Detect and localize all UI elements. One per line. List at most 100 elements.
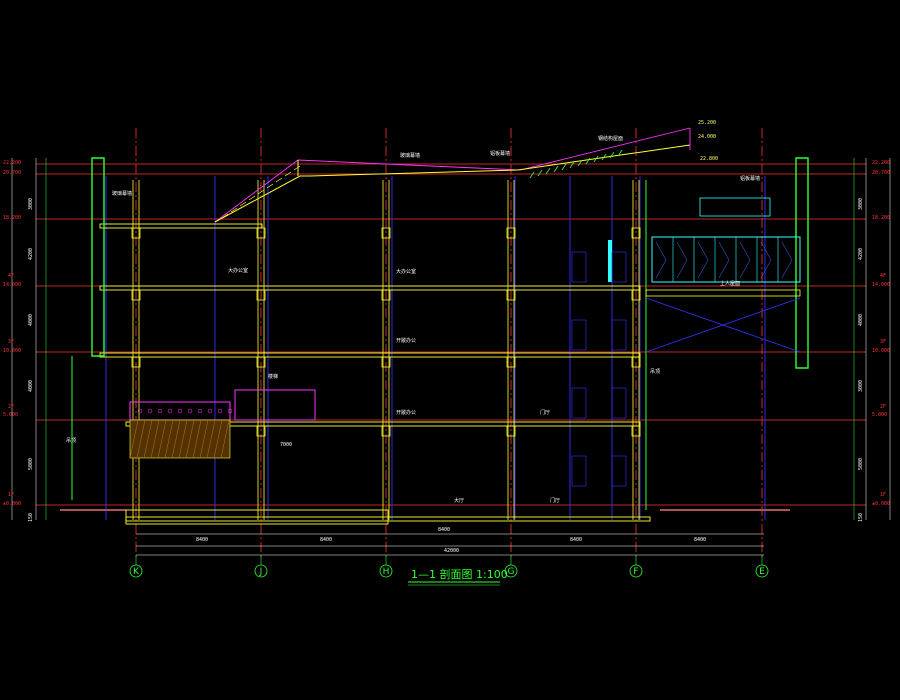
dim-7000: 7000 xyxy=(280,442,292,448)
ceiling-dot-2 xyxy=(157,408,163,414)
left-dim-2: 4200 xyxy=(28,248,34,260)
beam-4-3 xyxy=(506,227,516,239)
right-dim-4: 3000 xyxy=(858,380,864,392)
bubble-2 xyxy=(379,564,393,578)
bubble-1 xyxy=(254,564,268,578)
hatch-6 xyxy=(171,419,181,459)
bubble-5 xyxy=(755,564,769,578)
magenta-feature-right xyxy=(234,389,316,421)
glass-pattern-6 xyxy=(781,241,793,279)
left-floor-2f: 2F xyxy=(8,404,14,410)
glass-pattern-0 xyxy=(655,241,667,279)
beam-4-4 xyxy=(631,227,641,239)
beam-2-4 xyxy=(631,356,641,368)
hatch-1 xyxy=(136,419,146,459)
roof-note-2: 铝板幕墙 xyxy=(490,150,510,157)
upper-glass xyxy=(699,197,771,217)
stair-note: 楼梯 xyxy=(268,373,278,380)
left-level-3: 14.000 xyxy=(3,282,21,288)
hatch-3 xyxy=(150,419,160,459)
roof-ramp-1 xyxy=(230,207,238,213)
ceiling-note-right: 吊顶 xyxy=(650,369,660,375)
beam-3-0 xyxy=(131,289,141,301)
roof-ramp-7 xyxy=(284,171,292,177)
hatch-0 xyxy=(129,419,139,459)
right-level-1: 20.700 xyxy=(872,170,890,176)
axis-lines xyxy=(36,128,866,560)
hatch-9 xyxy=(192,419,202,459)
right-level-0: 22.200 xyxy=(872,160,890,166)
roof-ramp-6 xyxy=(275,177,283,183)
right-dim-2: 4200 xyxy=(858,248,864,260)
hatch-13 xyxy=(220,419,230,459)
roof-ramp-5 xyxy=(266,183,274,189)
bubble-label-2: H xyxy=(383,567,390,577)
hatch-4 xyxy=(157,419,167,459)
bay-dim-3: 8400 xyxy=(570,537,582,543)
basement-slab xyxy=(125,509,389,525)
left-dim-3: 4000 xyxy=(28,314,34,326)
room-office-2f: 开敞办公 xyxy=(396,409,416,416)
roof-ramp-2 xyxy=(239,201,247,207)
roof-ramp-4 xyxy=(257,189,265,195)
beam-1-1 xyxy=(256,425,266,437)
wall-note-right: 铝板幕墙 xyxy=(740,175,760,182)
beam-3-4 xyxy=(631,289,641,301)
glass-pattern-3 xyxy=(718,241,730,279)
roof-structure-yellow xyxy=(214,144,691,223)
bubble-label-5: E xyxy=(759,567,765,577)
bubble-label-1: J xyxy=(259,567,263,577)
hatch-7 xyxy=(178,419,188,459)
roof-level-top: 25.200 xyxy=(698,120,716,126)
roof-stair-1 xyxy=(537,169,543,177)
room-hall: 门厅 xyxy=(550,497,560,504)
left-floor-1f: 1F xyxy=(8,492,14,498)
hatch-2 xyxy=(143,419,153,459)
roof-ramp-3 xyxy=(248,195,256,201)
right-dim-5: 5000 xyxy=(858,458,864,470)
bay-dim-1: 8400 xyxy=(196,537,208,543)
right-dim-0: 3000 xyxy=(858,198,864,210)
right-level-2: 18.200 xyxy=(872,215,890,221)
bottom-dimensions xyxy=(136,533,764,556)
window-4 xyxy=(611,251,627,283)
brace-2 xyxy=(645,297,801,353)
building-structure xyxy=(60,127,809,525)
right-dim-3: 4000 xyxy=(858,314,864,326)
beam-3-3 xyxy=(506,289,516,301)
ceiling-dot-1 xyxy=(147,408,153,414)
window-3 xyxy=(571,455,587,487)
window-7 xyxy=(611,455,627,487)
beam-4-1 xyxy=(256,227,266,239)
beam-4-2 xyxy=(381,227,391,239)
roof-note-3: 玻璃幕墙 xyxy=(400,152,420,159)
window-6 xyxy=(611,387,627,419)
beam-2-0 xyxy=(131,356,141,368)
bay-dim-mid: 8400 xyxy=(438,527,450,533)
beam-3-1 xyxy=(256,289,266,301)
left-level-1: 20.700 xyxy=(3,170,21,176)
roof-stair-4 xyxy=(561,163,567,171)
left-level-4: 10.000 xyxy=(3,348,21,354)
window-0 xyxy=(571,251,587,283)
glass-pattern-2 xyxy=(697,241,709,279)
beam-4-0 xyxy=(131,227,141,239)
left-parapet-wall xyxy=(91,157,105,357)
left-floor-3f: 3F xyxy=(8,339,14,345)
bay-dim-4: 8400 xyxy=(694,537,706,543)
atrium-beam xyxy=(645,289,801,297)
glass-pattern-1 xyxy=(676,241,688,279)
total-dim: 42000 xyxy=(444,548,459,554)
hatched-stair-volume xyxy=(129,419,231,459)
hatch-5 xyxy=(164,419,174,459)
roof-stair-9 xyxy=(601,153,607,161)
right-parapet-wall xyxy=(795,157,809,369)
beam-1-3 xyxy=(506,425,516,437)
right-floor-1f: 1F xyxy=(880,492,886,498)
glass-pattern-5 xyxy=(760,241,772,279)
bubble-4 xyxy=(629,564,643,578)
glass-post xyxy=(608,240,612,282)
